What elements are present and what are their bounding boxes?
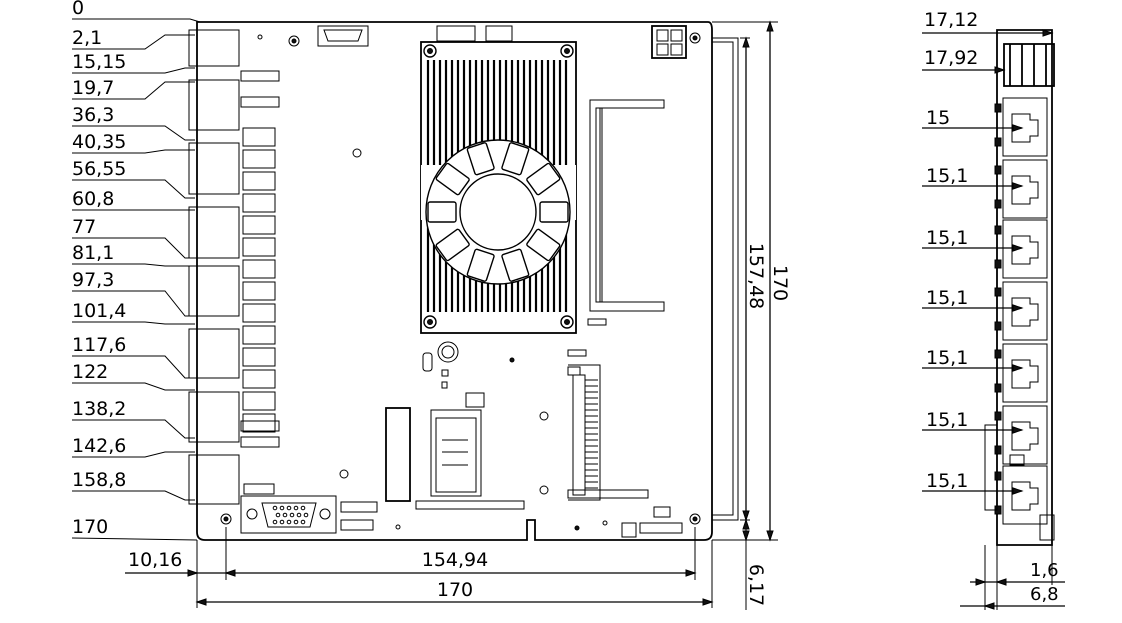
dim-gap: 6,17 <box>745 564 767 606</box>
left-dim-label: 2,1 <box>72 27 102 49</box>
side-port <box>1002 219 1048 279</box>
aux-header <box>485 25 513 42</box>
cf-card-slot <box>567 364 649 501</box>
pin-row <box>415 500 525 510</box>
side-port-dim: 15,1 <box>926 227 968 249</box>
left-dim-label: 40,35 <box>72 131 126 153</box>
side-port-dim: 15,1 <box>926 409 968 431</box>
led <box>242 149 276 169</box>
led <box>242 237 276 257</box>
standoff <box>352 148 362 158</box>
cpu-fan <box>425 139 571 285</box>
dim-inner-height: 157,48 <box>745 243 767 309</box>
side-dim-bottom1: 1,6 <box>1030 560 1059 581</box>
side-port-dim: 15,1 <box>926 470 968 492</box>
side-port-dim: 15,1 <box>926 347 968 369</box>
side-port-dim: 15,1 <box>926 287 968 309</box>
side-port <box>1002 405 1048 465</box>
side-dim-top2: 17,92 <box>924 47 978 69</box>
led <box>242 259 276 279</box>
mounting-hole-bottom-left <box>220 513 232 525</box>
led <box>242 281 276 301</box>
led <box>242 303 276 323</box>
side-port-dim: 15 <box>926 107 950 129</box>
dim-offset: 10,16 <box>128 549 182 571</box>
led <box>242 325 276 345</box>
dim-inner-width: 154,94 <box>422 549 488 571</box>
left-dim-label: 122 <box>72 361 108 383</box>
left-dim-label: 15,15 <box>72 51 126 73</box>
left-dimension-ladder: 0 2,115,15 19,7 36,3 40,35 56,55 60,8 77 81,1 97,… <box>71 0 201 541</box>
left-dim-label: 117,6 <box>72 334 126 356</box>
left-dim-label: 0 <box>72 0 84 19</box>
lan-port <box>188 142 240 195</box>
lan-port <box>188 328 240 379</box>
vga-connector <box>240 495 337 534</box>
dim-total-height: 170 <box>769 265 791 301</box>
lan-port <box>188 265 240 317</box>
m2-slot <box>385 407 411 502</box>
left-dim-label: 158,8 <box>72 469 126 491</box>
dim-total-width: 170 <box>437 579 473 601</box>
left-dim-label: 60,8 <box>72 188 114 210</box>
left-dim-label: 77 <box>72 216 96 238</box>
side-port <box>1002 343 1048 403</box>
side-dim-top1: 17,12 <box>924 9 978 31</box>
left-dim-label: 56,55 <box>72 158 126 180</box>
side-dim-bottom2: 6,8 <box>1030 584 1059 605</box>
side-port <box>1002 97 1048 157</box>
mounting-hole-top-left <box>288 35 300 47</box>
side-port <box>1002 281 1048 341</box>
side-view: 17,12 17,92 15 15,1 15,1 15,1 15,1 15,1 15,1 1… <box>922 9 1065 610</box>
lan-port <box>188 206 240 259</box>
led <box>242 127 276 147</box>
hdmi-connector <box>317 25 369 47</box>
mounting-hole-top-right <box>689 32 701 44</box>
left-dim-label: 19,7 <box>72 77 114 99</box>
right-rail <box>712 37 739 521</box>
side-port <box>1002 159 1048 219</box>
lan-port <box>188 29 240 67</box>
side-port-dim: 15,1 <box>926 165 968 187</box>
left-dim-label: 142,6 <box>72 435 126 457</box>
sodimm-slot <box>589 99 665 312</box>
led <box>242 369 276 389</box>
led <box>242 413 276 433</box>
led-column <box>242 127 276 433</box>
left-dim-label: 81,1 <box>72 242 114 264</box>
bottom-dimensions: 10,16 154,94 170 <box>125 527 714 608</box>
lan-port <box>188 454 240 505</box>
lan-port <box>188 391 240 443</box>
led <box>242 193 276 213</box>
side-port <box>1002 465 1048 525</box>
left-dim-label: 138,2 <box>72 398 126 420</box>
left-dim-label: 36,3 <box>72 104 114 126</box>
heatsink <box>420 41 577 334</box>
fan-header <box>436 25 476 42</box>
left-dim-label: 170 <box>72 516 108 538</box>
power-connector <box>651 25 687 59</box>
led <box>242 215 276 235</box>
board-outline <box>196 21 713 541</box>
sim-slot <box>430 409 482 497</box>
led <box>242 171 276 191</box>
pin-headers <box>240 70 683 534</box>
led <box>242 391 276 411</box>
power-plug-side <box>1003 43 1055 87</box>
lan-port-stack <box>188 29 240 505</box>
left-dim-label: 97,3 <box>72 269 114 291</box>
vertical-dimensions: 157,48 170 6,17 <box>712 20 791 610</box>
led <box>242 347 276 367</box>
lan-port <box>188 79 240 131</box>
left-dim-label: 101,4 <box>72 300 126 322</box>
mounting-hole-bottom-right <box>689 513 701 525</box>
battery <box>437 341 459 363</box>
